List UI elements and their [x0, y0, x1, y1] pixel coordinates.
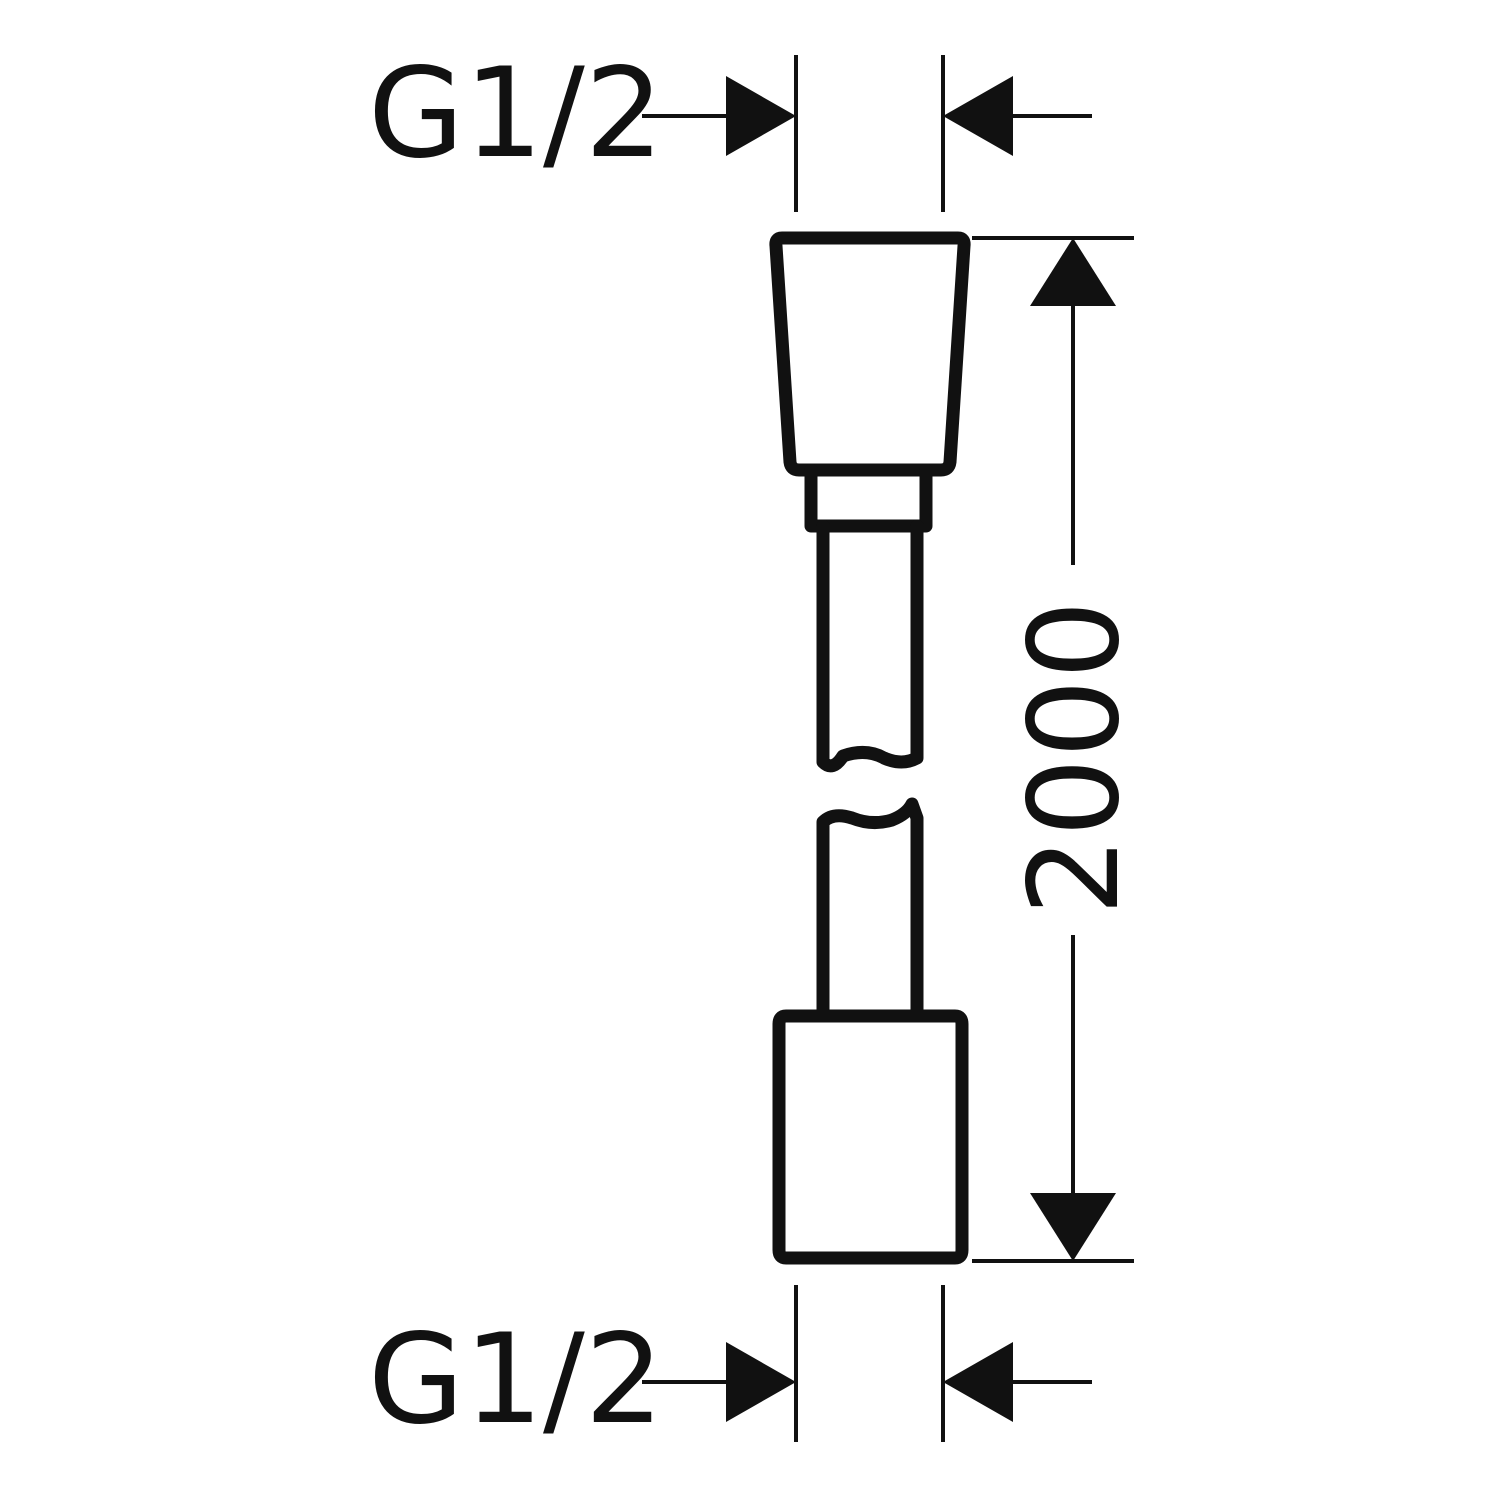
- top-thread-dimension: G1/2: [368, 42, 1092, 212]
- bottom-arrowhead-left: [726, 1342, 796, 1422]
- bottom-thread-dimension: G1/2: [368, 1285, 1092, 1452]
- bottom-arrowhead-right: [943, 1342, 1013, 1422]
- top-conical-nut: [769, 231, 971, 477]
- lower-hose-segment: [816, 797, 924, 1023]
- top-collar: [804, 463, 933, 533]
- length-dimension: 2000: [972, 236, 1147, 1263]
- length-arrowhead-top: [1030, 238, 1116, 306]
- bottom-nut: [772, 1009, 969, 1265]
- length-arrowhead-bottom: [1030, 1193, 1116, 1261]
- top-thread-label: G1/2: [368, 42, 664, 186]
- upper-hose-segment: [816, 519, 924, 773]
- hose-body: [769, 231, 971, 1265]
- top-arrowhead-right: [943, 76, 1013, 156]
- bottom-thread-label: G1/2: [368, 1308, 664, 1452]
- top-arrowhead-left: [726, 76, 796, 156]
- length-label: 2000: [1003, 600, 1147, 916]
